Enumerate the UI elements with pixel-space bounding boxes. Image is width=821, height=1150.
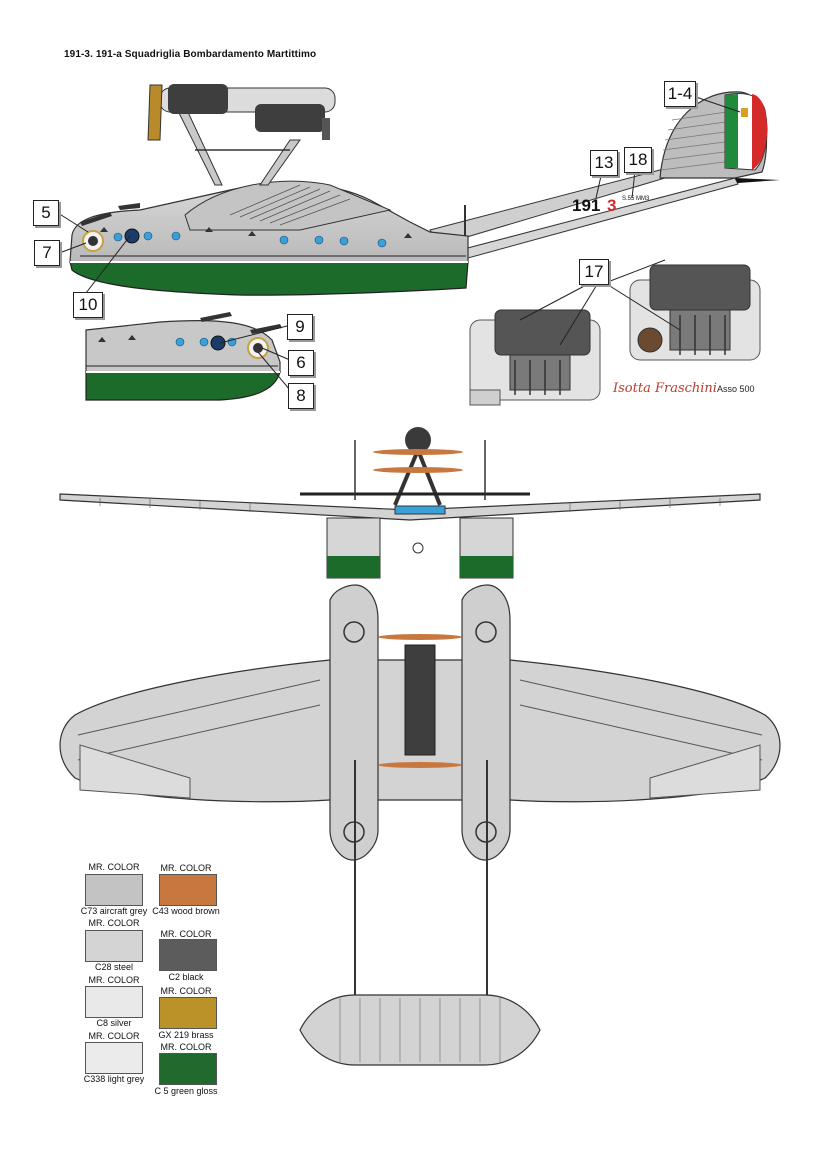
callout-5: 5 (33, 200, 59, 226)
callout-6: 6 (288, 350, 314, 376)
callout-7: 7 (34, 240, 60, 266)
paint-brand: MR. COLOR (88, 918, 140, 928)
portholes (113, 231, 387, 248)
callout-10: 10 (73, 292, 103, 318)
paint-swatch-c43 (159, 874, 217, 906)
paint-swatch-c8 (85, 986, 143, 1018)
leader-lines (57, 94, 741, 391)
paint-name: GX 219 brass (158, 1030, 214, 1040)
page-title: 191-3. 191-a Squadriglia Bombardamento M… (64, 49, 317, 60)
paint-name: C43 wood brown (152, 906, 220, 916)
side-view (69, 84, 780, 296)
paint-brand: MR. COLOR (160, 986, 212, 996)
paint-swatch-gx219 (159, 997, 217, 1029)
paint-name: C28 steel (94, 962, 134, 972)
callout-17: 17 (579, 259, 609, 285)
callout-1-4: 1-4 (664, 81, 696, 107)
paint-brand: MR. COLOR (88, 862, 140, 872)
callout-9: 9 (287, 314, 313, 340)
paint-swatch-c5 (159, 1053, 217, 1085)
top-view (59, 584, 781, 1066)
nose-detail-view (85, 312, 282, 401)
serial-number: 191 (572, 196, 601, 215)
engine-model: Asso 500 (717, 384, 755, 394)
paint-brand: MR. COLOR (160, 1042, 212, 1052)
paint-swatch-c338 (85, 1042, 143, 1074)
paint-name: C2 black (168, 972, 204, 982)
paint-name: C 5 green gloss (154, 1086, 218, 1096)
paint-swatch-c73 (85, 874, 143, 906)
engine-brand: Isotta Fraschini (613, 381, 717, 396)
paint-swatch-c28 (85, 930, 143, 962)
engine-detail (469, 264, 761, 406)
paint-name: C8 silver (96, 1018, 132, 1028)
paint-brand: MR. COLOR (160, 929, 212, 939)
hull-bottom-green (69, 261, 469, 296)
paint-brand: MR. COLOR (88, 975, 140, 985)
callout-13: 13 (590, 150, 618, 176)
callout-8: 8 (288, 383, 314, 409)
boom-small-text: S.55 MM3 (622, 196, 650, 202)
side-engines (147, 84, 336, 141)
callout-18: 18 (624, 147, 652, 173)
wing-vents (77, 679, 763, 799)
paint-name: C338 light grey (83, 1074, 145, 1084)
paint-swatch-c2 (159, 939, 217, 971)
aircraft-number: 3 (607, 196, 617, 215)
paint-brand: MR. COLOR (88, 1031, 140, 1041)
front-view (59, 427, 761, 579)
paint-brand: MR. COLOR (160, 863, 212, 873)
paint-name: C73 aircraft grey (80, 906, 148, 916)
